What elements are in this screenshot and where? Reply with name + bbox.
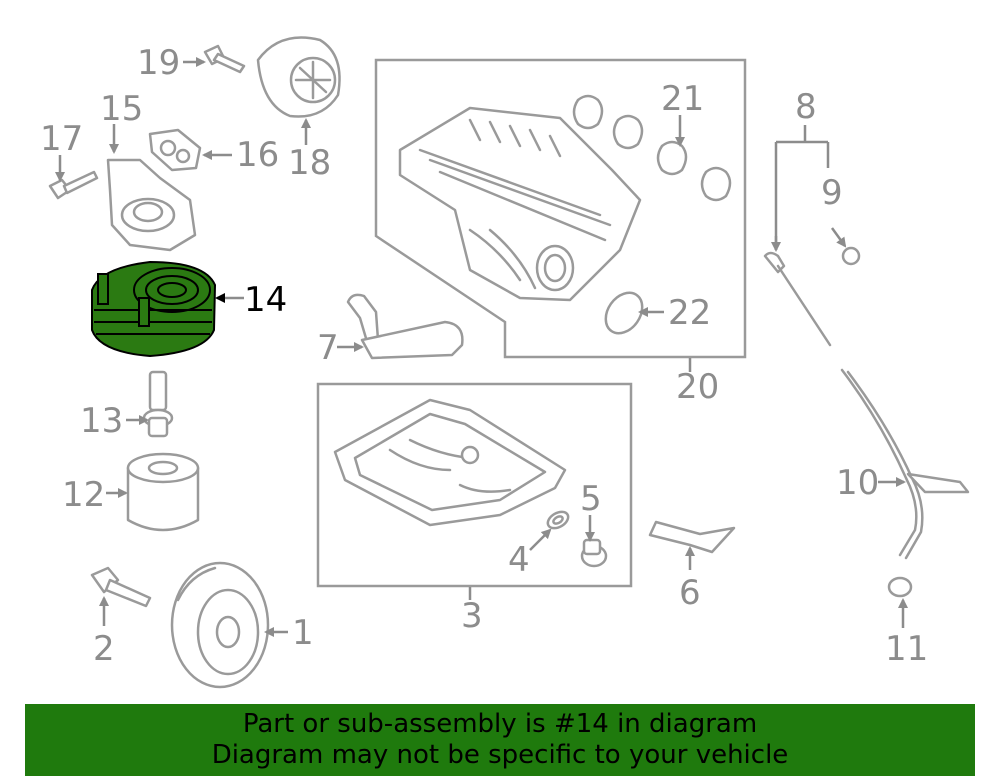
- sealant-tube-part[interactable]: [648, 520, 736, 554]
- callout-15: 15: [100, 89, 143, 129]
- callout-7: 7: [317, 328, 339, 368]
- callout-22: 22: [668, 293, 711, 333]
- callout-12: 12: [62, 475, 105, 515]
- tube-o-ring-part[interactable]: [887, 576, 913, 598]
- dipstick-tube-part[interactable]: [840, 368, 970, 560]
- callout-3: 3: [461, 596, 483, 636]
- callout-21: 21: [661, 79, 704, 119]
- oil-pan-part[interactable]: [333, 398, 567, 527]
- callout-18: 18: [288, 143, 331, 183]
- callout-14-highlighted: 14: [244, 280, 287, 320]
- callout-13: 13: [80, 401, 123, 441]
- oil-pan-group-box: [316, 382, 633, 588]
- callout-8: 8: [795, 87, 817, 127]
- callout-5: 5: [580, 479, 602, 519]
- oil-dipstick-part[interactable]: [763, 251, 832, 347]
- callout-9: 9: [821, 173, 843, 213]
- crankshaft-pulley-part[interactable]: [170, 561, 270, 689]
- oil-strainer-part[interactable]: [346, 293, 464, 360]
- intake-manifold-group-box: [374, 58, 747, 359]
- callout-4: 4: [508, 540, 530, 580]
- banner-line-2: Diagram may not be specific to your vehi…: [211, 740, 789, 770]
- drain-plug-gasket-part[interactable]: [545, 508, 571, 531]
- intake-manifold-part[interactable]: [398, 106, 642, 302]
- oil-cooler-part-highlighted[interactable]: [91, 260, 217, 358]
- oil-filter-fitting-part[interactable]: [142, 370, 174, 438]
- callout-20: 20: [676, 367, 719, 407]
- callout-1: 1: [292, 613, 314, 653]
- callout-16: 16: [236, 135, 279, 175]
- callout-6: 6: [679, 573, 701, 613]
- banner-line-1: Part or sub-assembly is #14 in diagram: [242, 709, 758, 739]
- crankshaft-bolt-part[interactable]: [90, 566, 152, 608]
- water-pump-bolt-part[interactable]: [203, 44, 246, 74]
- throttle-body-gasket-part[interactable]: [598, 286, 649, 340]
- oil-filter-part[interactable]: [126, 452, 200, 532]
- housing-bolt-part[interactable]: [48, 170, 99, 200]
- housing-gasket-part[interactable]: [148, 128, 202, 172]
- drain-plug-part[interactable]: [580, 538, 608, 568]
- water-pump-part[interactable]: [256, 36, 341, 118]
- intake-gaskets-part[interactable]: [572, 94, 732, 202]
- oil-filter-housing-part[interactable]: [106, 158, 197, 252]
- callout-19: 19: [137, 43, 180, 83]
- info-banner: Part or sub-assembly is #14 in diagram D…: [25, 704, 975, 776]
- callout-10: 10: [836, 463, 879, 503]
- callout-17: 17: [40, 119, 83, 159]
- callout-11: 11: [885, 629, 928, 669]
- callout-2: 2: [93, 629, 115, 669]
- dipstick-o-ring-part[interactable]: [841, 246, 861, 266]
